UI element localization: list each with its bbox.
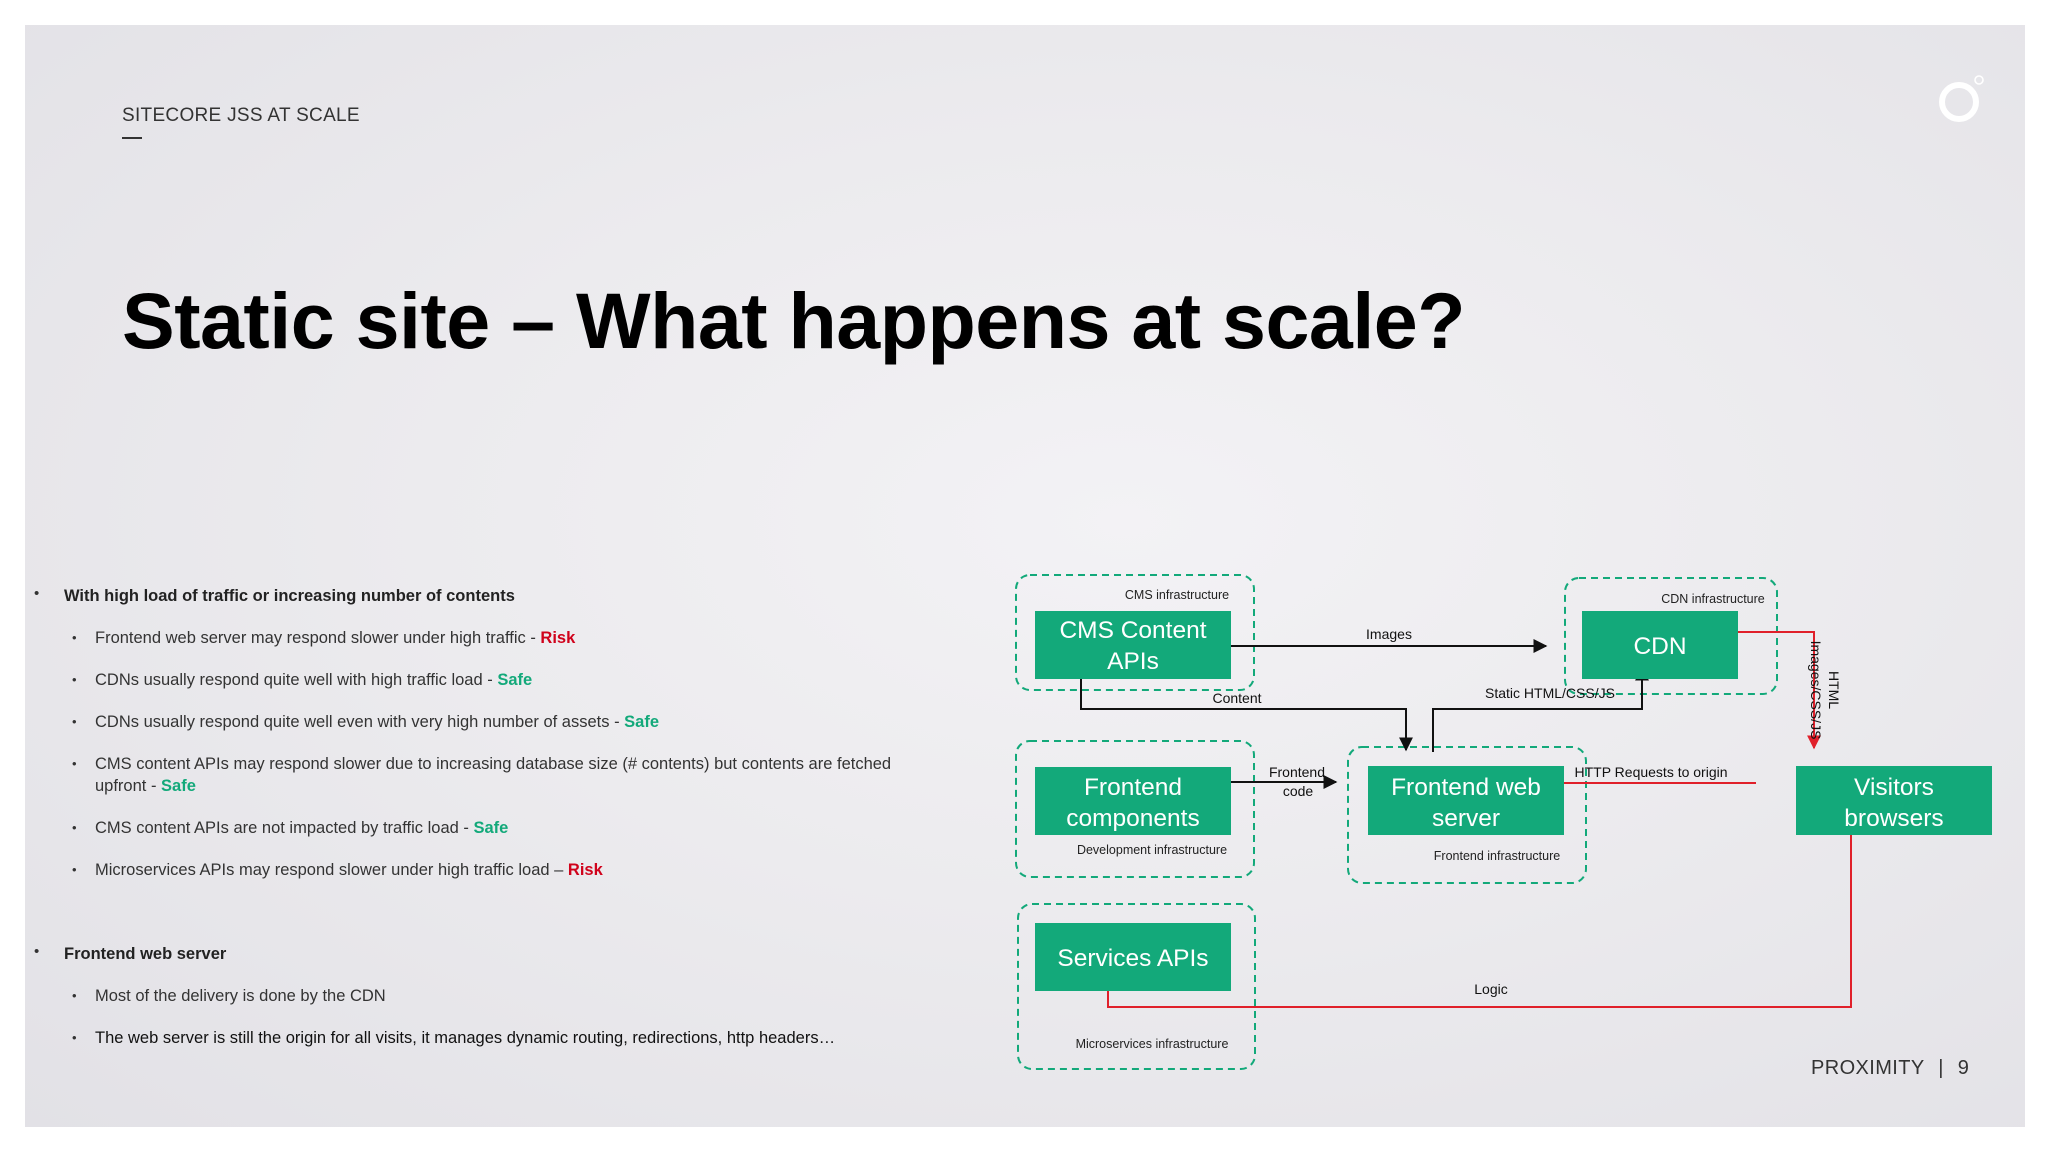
kicker-rule [122,137,142,139]
frontend-components-box: Frontend components [1035,767,1231,835]
page-title: Static site – What happens at scale? [122,276,1465,365]
services-box-line1: Services APIs [1057,945,1208,972]
edge-images-label: Images [1366,626,1412,642]
visitors-line1: Visitors [1854,774,1934,801]
edge-logic-label: Logic [1474,981,1507,997]
edge-http-requests-label: HTTP Requests to origin [1574,764,1727,780]
edge-content [1080,668,1413,752]
sub-bullet: CMS content APIs may respond slower due … [64,753,985,797]
microservices-infrastructure-group [1017,903,1256,1070]
proximity-logo-icon [1939,75,1984,122]
edge-frontend-code-label-1: Frontend [1269,764,1325,780]
cms-infrastructure-label: CMS infrastructure [1125,588,1229,602]
development-infrastructure-label: Development infrastructure [1077,843,1227,857]
edge-frontend-code-label-2: code [1283,783,1314,799]
services-apis-box: Services APIs [1035,923,1231,991]
frontend-server-line2: server [1432,805,1500,832]
sub-bullet: CMS content APIs are not impacted by tra… [64,817,985,839]
sub-bullet: CDNs usually respond quite well with hig… [64,669,985,691]
microservices-infrastructure-label: Microservices infrastructure [1076,1037,1229,1051]
bullet-group: With high load of traffic or increasing … [25,585,985,881]
risk-tag: Risk [567,861,603,879]
risk-tag: Risk [540,629,576,647]
sub-bullet: Microservices APIs may respond slower un… [64,859,985,881]
sub-bullet: CDNs usually respond quite well even wit… [64,711,985,733]
cdn-box: CDN [1582,611,1738,679]
edge-html-label-2: Images/CSS/JS [1808,641,1824,740]
cdn-box-line1: CDN [1633,633,1686,660]
safe-tag: Safe [497,671,533,689]
slide: SITECORE JSS AT SCALE Static site – What… [25,25,2025,1127]
sub-bullet-text: Most of the delivery is done by the CDN [95,987,386,1005]
edge-html [1738,631,1821,750]
cdn-infrastructure-group [1564,577,1778,695]
bullet-heading: With high load of traffic or increasing … [64,587,515,605]
sub-bullet-text: Microservices APIs may respond slower un… [95,861,568,879]
frontend-components-line1: Frontend [1084,774,1182,801]
safe-tag: Safe [161,777,196,795]
frontend-infrastructure-label: Frontend infrastructure [1434,849,1560,863]
safe-tag: Safe [624,713,660,731]
sub-bullet: Frontend web server may respond slower u… [64,627,985,649]
sub-bullet-text: CMS content APIs may respond slower due … [95,755,892,795]
sub-bullet-text: CDNs usually respond quite well even wit… [95,713,625,731]
bullet-group: Frontend web server Most of the delivery… [25,943,985,1049]
sub-bullet-text: The web server is still the origin for a… [95,1029,836,1047]
sub-bullet-list: Most of the delivery is done by the CDN … [64,985,985,1049]
frontend-web-server-box: Frontend web server [1368,766,1564,835]
bullet-list: With high load of traffic or increasing … [25,585,985,1049]
sub-bullet-text: Frontend web server may respond slower u… [95,629,541,647]
cms-box-line1: CMS Content [1059,617,1206,644]
cms-content-apis-box: CMS Content APIs [1035,611,1231,679]
footer-separator: | [1938,1057,1944,1079]
frontend-components-line2: components [1066,805,1199,832]
cms-infrastructure-group [1015,574,1255,691]
sub-bullet: The web server is still the origin for a… [64,1027,985,1049]
bullet-heading: Frontend web server [64,945,227,963]
footer-brand-name: PROXIMITY [1811,1057,1925,1079]
page-number: 9 [1957,1057,1970,1079]
frontend-server-line1: Frontend web [1391,774,1541,801]
sub-bullet-text: CDNs usually respond quite well with hig… [95,671,498,689]
visitors-line2: browsers [1844,805,1943,832]
sub-bullet-list: Frontend web server may respond slower u… [64,627,985,881]
sub-bullet: Most of the delivery is done by the CDN [64,985,985,1007]
cms-box-line2: APIs [1107,648,1159,675]
visitors-browsers-box: Visitors browsers [1796,766,1992,835]
edge-static-label: Static HTML/CSS/JS [1485,685,1615,701]
sub-bullet-text: CMS content APIs are not impacted by tra… [95,819,474,837]
section-kicker: SITECORE JSS AT SCALE [122,105,360,126]
footer-brand: PROXIMITY | 9 [1811,1057,1969,1080]
edge-html-label-1: HTML [1826,671,1842,709]
safe-tag: Safe [473,819,509,837]
edge-html-label: HTML Images/CSS/JS [1808,641,1842,740]
architecture-diagram: CMS infrastructure CDN infrastructure De… [1015,574,1992,1070]
cdn-infrastructure-label: CDN infrastructure [1661,592,1765,606]
edge-static [1432,666,1649,752]
edge-content-label: Content [1212,690,1261,706]
